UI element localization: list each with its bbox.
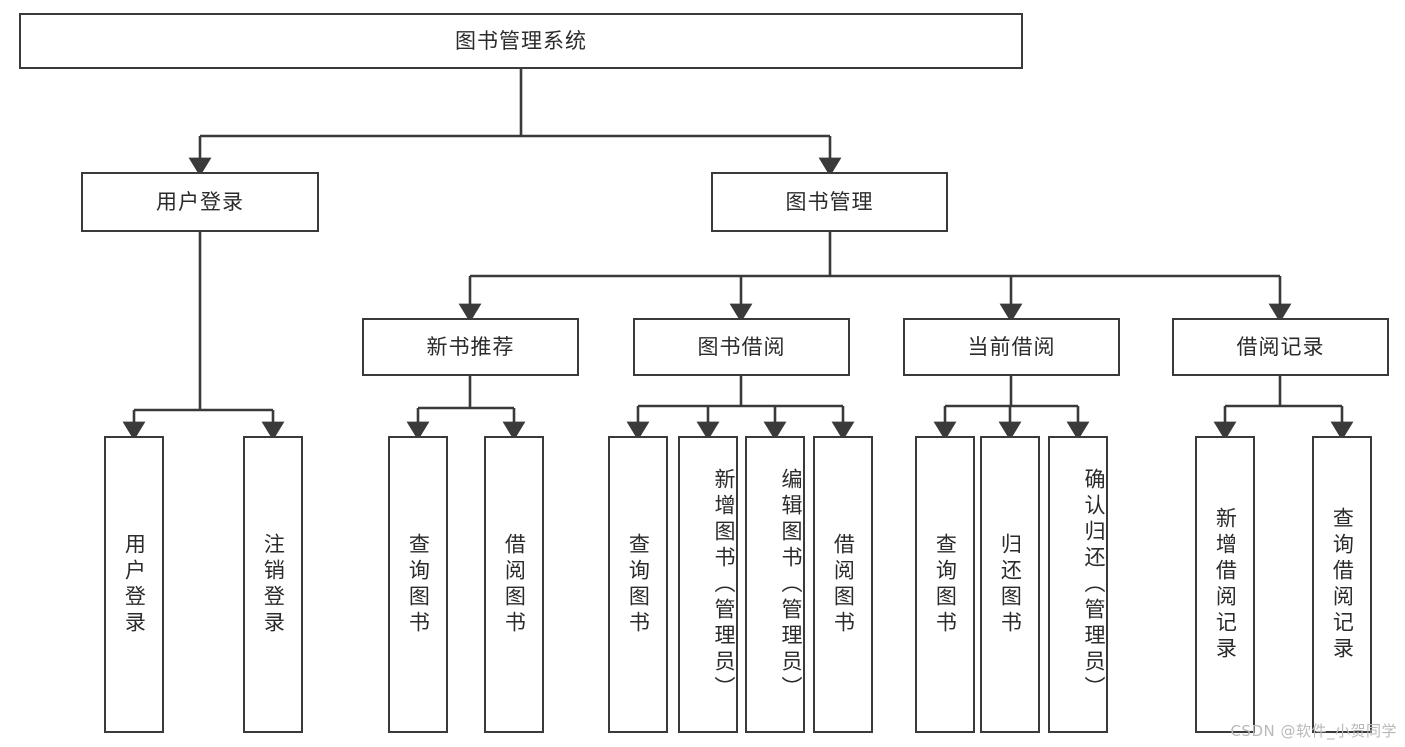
node-leaf-query-book-1[interactable]: 查询图书 <box>388 436 448 733</box>
node-book-manage[interactable]: 图书管理 <box>711 172 948 232</box>
node-user-login[interactable]: 用户登录 <box>81 172 319 232</box>
node-leaf-query-book-2[interactable]: 查询图书 <box>608 436 668 733</box>
node-book-borrow[interactable]: 图书借阅 <box>633 318 850 376</box>
node-leaf-confirm-return[interactable]: 确认归还（管理员） <box>1048 436 1108 733</box>
node-leaf-query-book-3[interactable]: 查询图书 <box>915 436 975 733</box>
node-leaf-query-record[interactable]: 查询借阅记录 <box>1312 436 1372 733</box>
node-leaf-borrow-book-1[interactable]: 借阅图书 <box>484 436 544 733</box>
node-leaf-logout[interactable]: 注销登录 <box>243 436 303 733</box>
node-current-borrow[interactable]: 当前借阅 <box>903 318 1120 376</box>
watermark-text: CSDN @软件_小贺同学 <box>1230 722 1397 740</box>
node-root[interactable]: 图书管理系统 <box>19 13 1023 69</box>
node-leaf-add-record[interactable]: 新增借阅记录 <box>1195 436 1255 733</box>
node-new-book-rec[interactable]: 新书推荐 <box>362 318 579 376</box>
node-leaf-add-book[interactable]: 新增图书（管理员） <box>678 436 738 733</box>
node-leaf-user-login[interactable]: 用户登录 <box>104 436 164 733</box>
node-leaf-return-book[interactable]: 归还图书 <box>980 436 1040 733</box>
node-borrow-record[interactable]: 借阅记录 <box>1172 318 1389 376</box>
node-leaf-borrow-book-2[interactable]: 借阅图书 <box>813 436 873 733</box>
node-leaf-edit-book[interactable]: 编辑图书（管理员） <box>745 436 805 733</box>
